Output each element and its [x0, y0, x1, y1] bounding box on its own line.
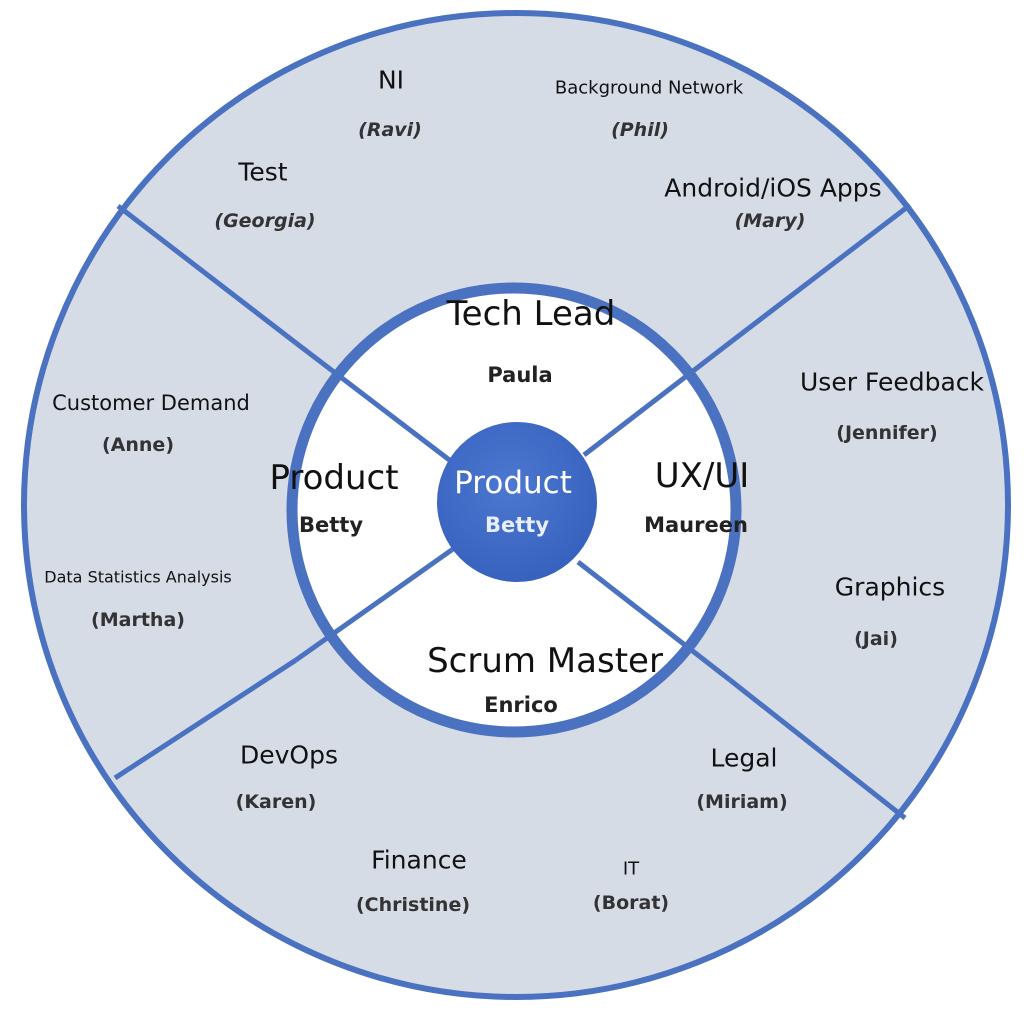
outer-team-ni: NI — [377, 65, 405, 95]
center-role: Product — [454, 465, 572, 501]
inner-role-product: Product — [269, 458, 399, 498]
divider-lower-right-outer — [728, 678, 907, 820]
outer-team-user-feedback: User Feedback — [800, 367, 984, 397]
inner-person-product: Betty — [298, 513, 364, 537]
center-person: Betty — [484, 513, 550, 537]
outer-team-it: IT — [622, 858, 640, 880]
outer-person-test: (Georgia) — [214, 210, 316, 232]
outer-team-devops: DevOps — [240, 740, 338, 770]
outer-team-android-ios-apps: Android/iOS Apps — [664, 173, 882, 203]
outer-person-data-statistics-analysis: (Martha) — [91, 609, 185, 631]
outer-person-ni: (Ravi) — [358, 119, 422, 141]
outer-team-legal: Legal — [710, 743, 778, 773]
outer-person-customer-demand: (Anne) — [101, 434, 175, 456]
divider-lower-right-inner — [576, 560, 732, 682]
outer-team-test: Test — [238, 157, 288, 187]
outer-team-customer-demand: Customer Demand — [52, 391, 250, 415]
center-hub — [437, 422, 597, 582]
outer-person-android-ios-apps: (Mary) — [734, 210, 806, 232]
outer-person-background-network: (Phil) — [611, 119, 669, 141]
divider-lower-left-inner — [294, 546, 455, 663]
outer-person-legal: (Miriam) — [696, 791, 788, 813]
inner-person-ux-ui: Maureen — [644, 513, 748, 537]
divider-upper-right-outer — [730, 203, 912, 343]
outer-person-finance: (Christine) — [355, 894, 471, 916]
outer-team-data-statistics-analysis: Data Statistics Analysis — [44, 567, 232, 587]
outer-team-graphics: Graphics — [834, 572, 946, 602]
outer-person-devops: (Karen) — [235, 791, 317, 813]
inner-role-scrum-master: Scrum Master — [427, 641, 663, 681]
divider-upper-left-outer — [116, 204, 298, 345]
divider-upper-left-inner — [294, 341, 454, 464]
inner-role-tech-lead: Tech Lead — [446, 294, 616, 334]
divider-lower-left-outer — [113, 657, 298, 781]
outer-person-it: (Borat) — [592, 892, 670, 914]
inner-person-tech-lead: Paula — [487, 363, 553, 387]
outer-team-background-network: Background Network — [554, 77, 744, 99]
inner-role-ux-ui: UX/UI — [654, 456, 750, 496]
divider-upper-right-inner — [582, 339, 734, 457]
outer-person-graphics: (Jai) — [854, 628, 898, 650]
outer-person-user-feedback: (Jennifer) — [836, 422, 938, 444]
outer-team-finance: Finance — [371, 845, 467, 875]
inner-person-scrum-master: Enrico — [484, 693, 558, 717]
